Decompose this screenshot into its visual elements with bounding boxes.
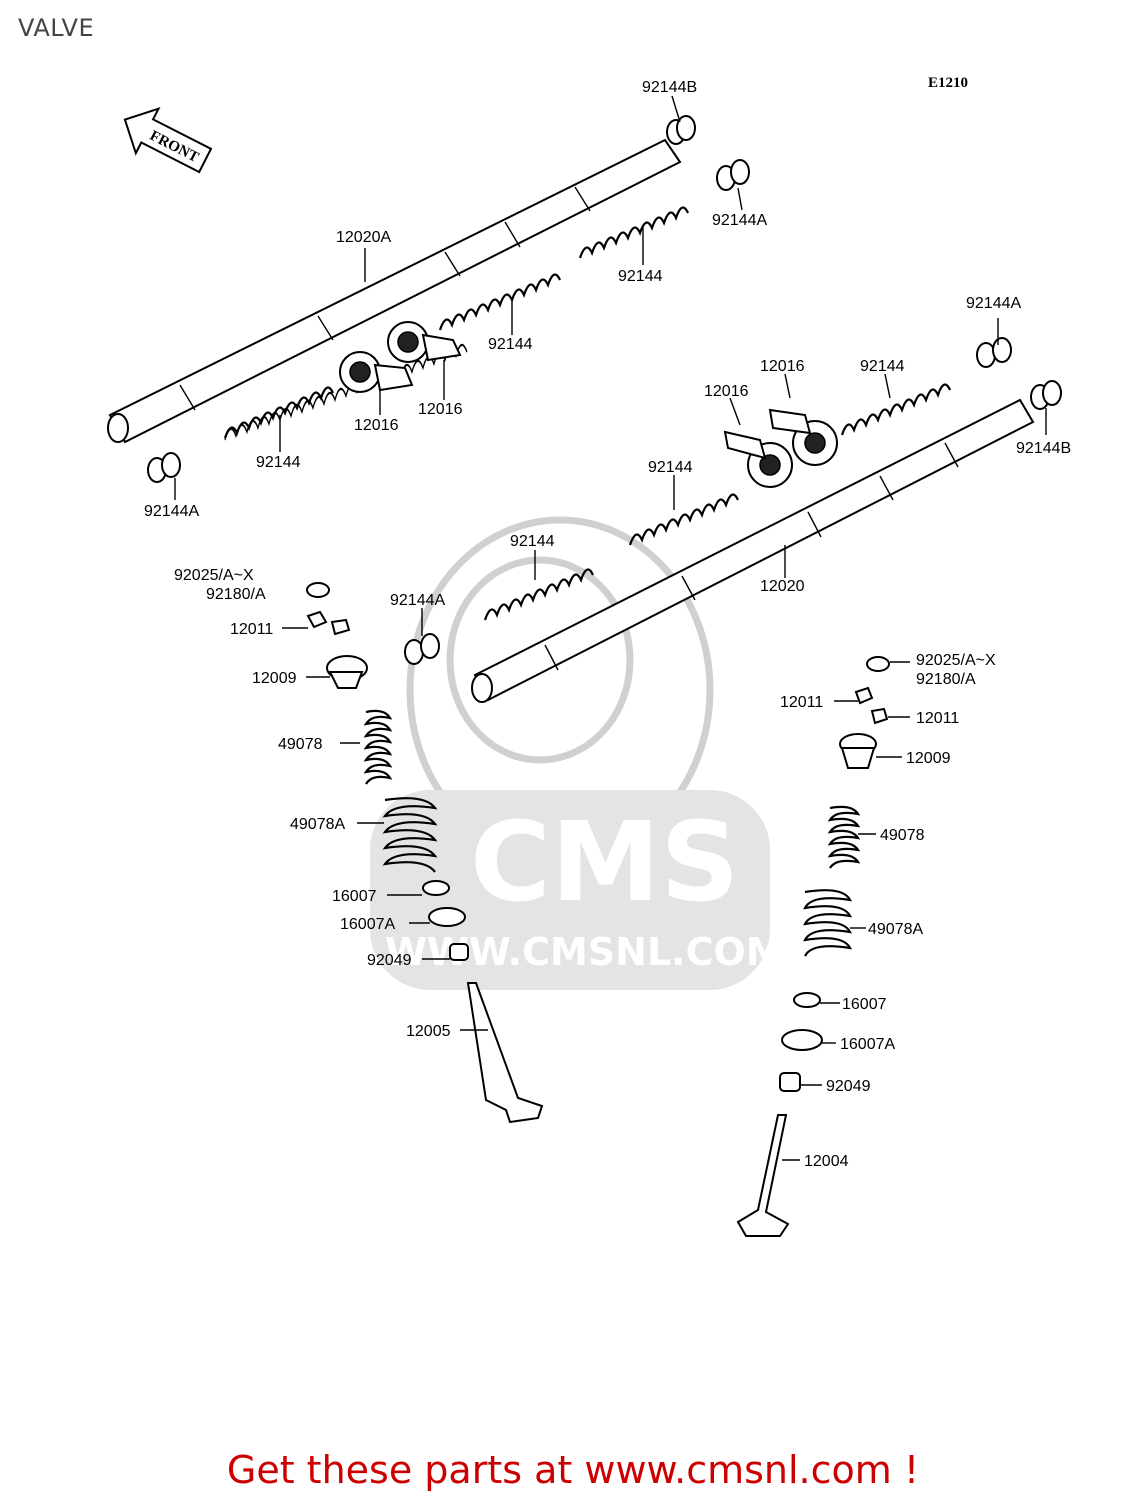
valve-parts-diagram: CMS WWW.CMSNL.COM FRONT E1210 xyxy=(107,75,1071,1237)
label-left-12009: 12009 xyxy=(252,670,297,687)
label-right-92025: 92025/A~X xyxy=(916,652,996,669)
label-left-12005: 12005 xyxy=(406,1023,451,1040)
label-12016-a: 12016 xyxy=(354,417,399,434)
label-left-49078A: 49078A xyxy=(290,816,345,833)
label-left-49078: 49078 xyxy=(278,736,323,753)
rocker-shaft-12020 xyxy=(471,398,1035,703)
label-92144-b: 92144 xyxy=(488,336,533,353)
watermark-url: WWW.CMSNL.COM xyxy=(385,930,784,974)
label-92144A-top: 92144A xyxy=(712,212,767,229)
front-arrow-icon: FRONT xyxy=(123,106,213,174)
label-92144B-right: 92144B xyxy=(1016,440,1071,457)
label-left-12011: 12011 xyxy=(230,621,273,638)
label-left-16007A: 16007A xyxy=(340,916,395,933)
label-12016-b: 12016 xyxy=(418,401,463,418)
label-92144-d: 92144 xyxy=(860,358,905,375)
label-92144B-top: 92144B xyxy=(642,79,697,96)
label-right-92049: 92049 xyxy=(826,1078,871,1095)
label-left-16007: 16007 xyxy=(332,888,377,905)
label-12020: 12020 xyxy=(760,578,805,595)
shaft-springs xyxy=(223,206,951,621)
label-92144-a: 92144 xyxy=(256,454,301,471)
label-right-49078A: 49078A xyxy=(868,921,923,938)
label-right-16007A: 16007A xyxy=(840,1036,895,1053)
label-right-12011-b: 12011 xyxy=(916,710,959,727)
label-92144A-right: 92144A xyxy=(966,295,1021,312)
diagram-code: E1210 xyxy=(928,75,968,91)
rocker-shaft-12020A xyxy=(107,138,682,444)
footer-link[interactable]: Get these parts at www.cmsnl.com ! xyxy=(226,1448,920,1492)
cms-watermark: CMS WWW.CMSNL.COM xyxy=(370,516,784,990)
label-left-92049: 92049 xyxy=(367,952,412,969)
left-valve-assembly xyxy=(306,582,544,1124)
label-right-49078: 49078 xyxy=(880,827,925,844)
label-92144-e: 92144 xyxy=(648,459,693,476)
page-title: VALVE xyxy=(18,14,95,42)
label-right-92180: 92180/A xyxy=(916,671,976,688)
part-labels: 92144B 92144A 12020A 92144 92144 92144 1… xyxy=(144,79,1071,1170)
label-12016-d: 12016 xyxy=(704,383,749,400)
label-right-12004: 12004 xyxy=(804,1153,849,1170)
label-92144-f: 92144 xyxy=(510,533,555,550)
snap-rings xyxy=(147,115,1062,665)
label-right-12009: 12009 xyxy=(906,750,951,767)
label-92144-c: 92144 xyxy=(618,268,663,285)
label-92144A-mid: 92144A xyxy=(390,592,445,609)
label-right-12011-a: 12011 xyxy=(780,694,823,711)
right-valve-assembly xyxy=(736,656,890,1237)
label-92144A-left: 92144A xyxy=(144,503,199,520)
label-12016-c: 12016 xyxy=(760,358,805,375)
label-left-92180: 92180/A xyxy=(206,586,266,603)
rocker-arms xyxy=(339,321,838,488)
watermark-brand: CMS xyxy=(470,798,739,926)
label-left-92025: 92025/A~X xyxy=(174,567,254,584)
leader-lines xyxy=(174,95,1047,1161)
label-right-16007: 16007 xyxy=(842,996,887,1013)
label-12020A: 12020A xyxy=(336,229,391,246)
